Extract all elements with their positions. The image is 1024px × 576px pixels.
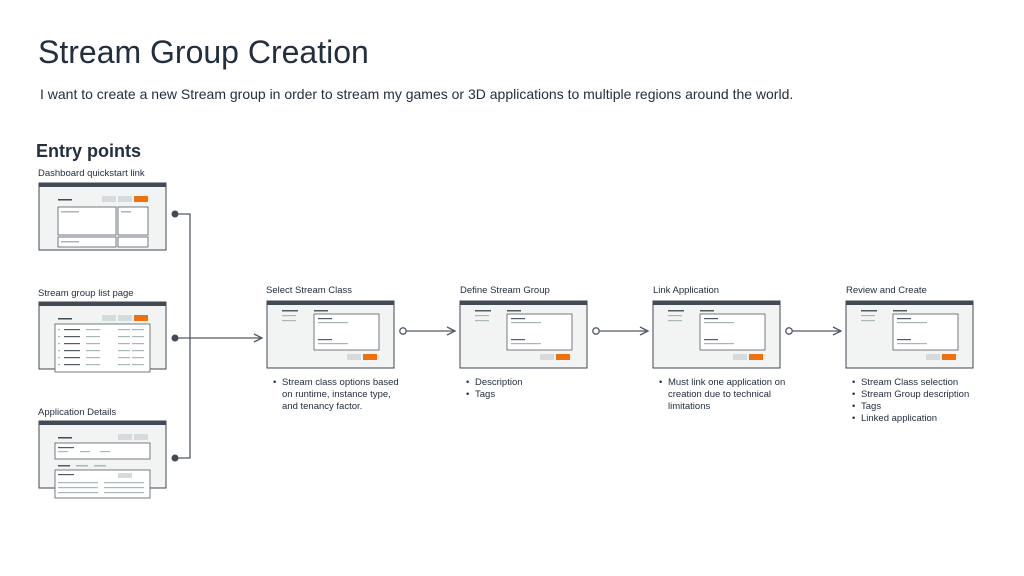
list-page-wireframe (38, 301, 167, 373)
step-notes-define-group: Description Tags (466, 377, 601, 401)
connector-dot (399, 327, 407, 335)
link-application-wireframe (652, 300, 781, 369)
note-item: Stream class options based on runtime, i… (273, 377, 408, 413)
note-item: Linked application (852, 413, 1002, 425)
connector-dot (592, 327, 600, 335)
entry-points-heading: Entry points (36, 141, 142, 161)
step-title-review: Review and Create (846, 285, 927, 296)
connector-dot (171, 454, 179, 462)
step-notes-select-class: Stream class options based on runtime, i… (273, 377, 408, 413)
step-title-define-group: Define Stream Group (460, 285, 550, 296)
note-item: Stream Group description (852, 389, 1002, 401)
entry-label-dashboard: Dashboard quickstart link (38, 168, 145, 179)
note-item: Tags (852, 401, 1002, 413)
connector-dot (171, 210, 179, 218)
entry-label-app-details: Application Details (38, 407, 117, 418)
page-title: Stream Group Creation (38, 34, 369, 70)
review-and-create-wireframe (845, 300, 974, 369)
connector-dot (785, 327, 793, 335)
note-item: Tags (466, 389, 601, 401)
page-subtitle: I want to create a new Stream group in o… (40, 86, 794, 102)
note-item: Description (466, 377, 601, 389)
step-notes-link-app: Must link one application on creation du… (659, 377, 789, 413)
define-stream-group-wireframe (459, 300, 588, 369)
step-notes-review: Stream Class selection Stream Group desc… (852, 377, 1002, 425)
note-item: Must link one application on creation du… (659, 377, 789, 413)
step-title-select-class: Select Stream Class (266, 285, 353, 296)
select-stream-class-wireframe (266, 300, 395, 369)
connector-dot (171, 334, 179, 342)
entry-connectors (175, 213, 262, 459)
entry-label-list-page: Stream group list page (38, 288, 134, 299)
note-item: Stream Class selection (852, 377, 1002, 389)
dashboard-wireframe (38, 182, 167, 251)
step-title-link-app: Link Application (653, 285, 720, 296)
app-details-wireframe (38, 420, 167, 499)
